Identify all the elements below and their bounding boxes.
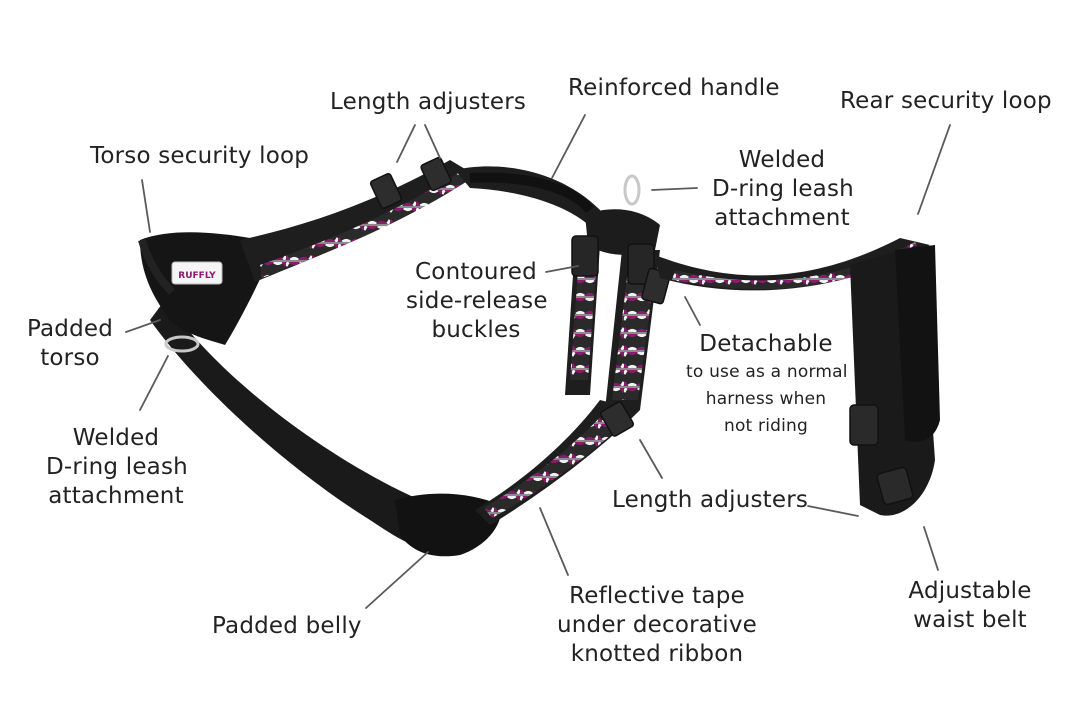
label-reinforced-handle: Reinforced handle — [568, 75, 780, 101]
handle-loop — [469, 172, 594, 214]
top-strap-ribbon — [260, 172, 466, 278]
leader-rear-security-loop — [917, 124, 951, 215]
leader-length-adjusters-bottom-2 — [807, 505, 859, 517]
label-padded-belly: Padded belly — [212, 613, 362, 639]
label-contoured-buckles: Contoured side-release buckles — [406, 259, 548, 343]
waist-adjuster-2 — [876, 466, 914, 506]
label-length-adjusters-bottom: Length adjusters — [612, 487, 809, 513]
lower-adjuster — [599, 401, 635, 437]
rear-strap — [655, 238, 930, 291]
leader-contoured-buckles — [545, 265, 579, 273]
leader-padded-torso — [125, 319, 161, 333]
padded-torso — [140, 232, 262, 345]
label-adjustable-waist-belt: Adjustable waist belt — [908, 578, 1032, 633]
label-detachable: Detachable to use as a normal harness wh… — [686, 331, 848, 436]
leader-length-adjusters-top-1 — [396, 124, 416, 163]
belly-strap — [150, 300, 449, 549]
label-padded-torso: Padded torso — [26, 316, 114, 371]
label-welded-dring-top: Welded D-ring leash attachment — [712, 147, 854, 231]
front-strap-right-ribbon — [612, 270, 655, 400]
leader-welded-dring-top — [651, 187, 698, 191]
brand-tag-text: RUFFLY — [178, 271, 216, 281]
left-d-ring — [164, 335, 200, 353]
leader-length-adjusters-bottom-1 — [639, 439, 663, 479]
waist-adjuster-1 — [849, 404, 879, 446]
waist-belt-back — [895, 245, 940, 442]
top-adjuster-2 — [420, 156, 452, 192]
leader-torso-security-loop — [141, 179, 151, 233]
top-adjuster-1 — [369, 172, 403, 210]
label-reflective-tape: Reflective tape under decorative knotted… — [556, 583, 758, 667]
leader-reflective-tape — [539, 507, 569, 576]
front-strap-left-ribbon — [570, 270, 596, 380]
label-welded-dring-left: Welded D-ring leash attachment — [46, 425, 188, 509]
side-release-buckle-1 — [571, 235, 599, 277]
label-rear-security-loop: Rear security loop — [840, 88, 1052, 114]
leader-welded-dring-left — [139, 355, 169, 411]
torso-security-loop-shape — [138, 238, 175, 295]
top-d-ring — [623, 174, 641, 206]
lower-strap-ribbon — [484, 412, 630, 518]
leader-length-adjusters-top-2 — [424, 124, 441, 159]
leader-padded-belly — [365, 551, 429, 609]
label-length-adjusters-top: Length adjusters — [330, 89, 527, 115]
brand-tag: RUFFLY — [171, 261, 223, 285]
leader-reinforced-handle — [551, 114, 586, 179]
padded-belly-pad — [395, 493, 501, 557]
leader-adjustable-waist-belt — [923, 526, 939, 571]
label-torso-security-loop: Torso security loop — [90, 143, 310, 169]
leader-detachable — [684, 296, 701, 326]
